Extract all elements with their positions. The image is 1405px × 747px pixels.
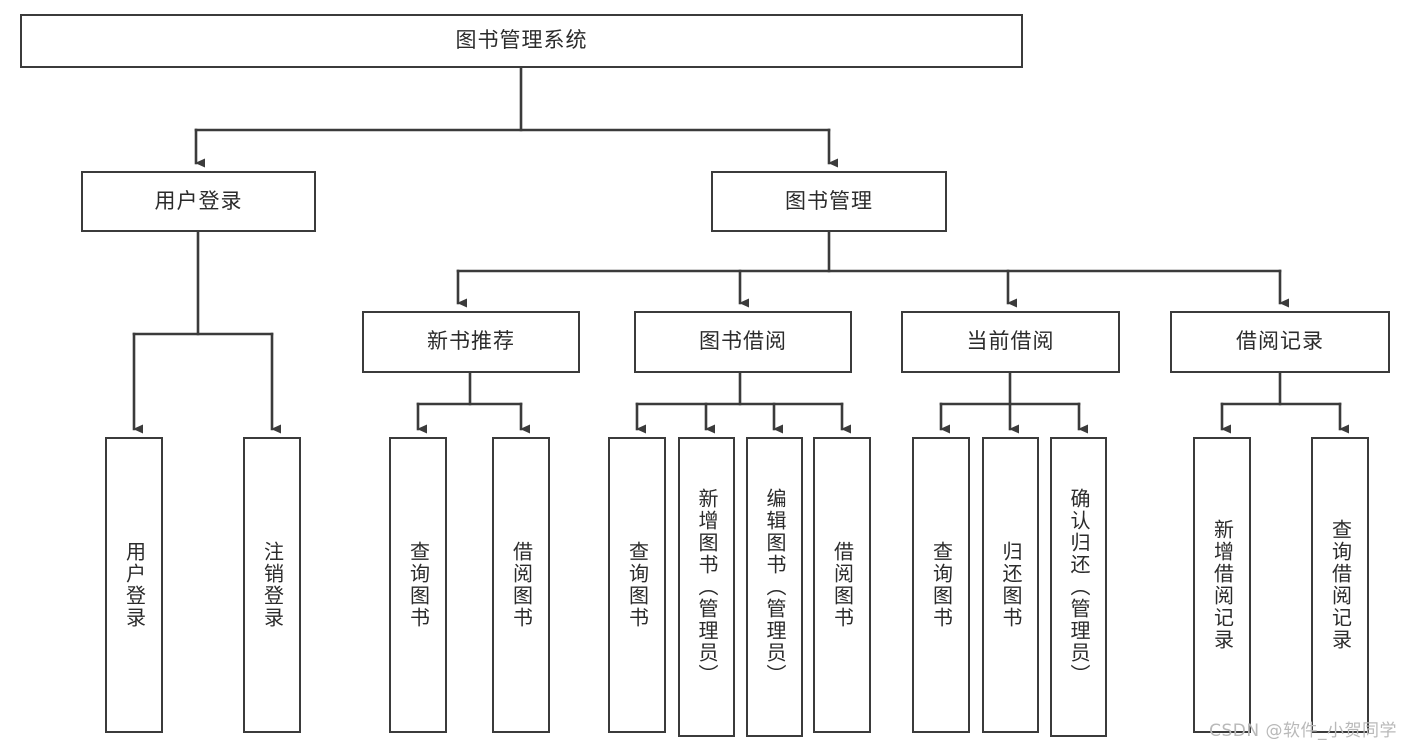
node-book-management[interactable]: 图书管理 [711, 171, 947, 232]
leaf-query-book-current[interactable]: 查询图书 [912, 437, 970, 733]
leaf-add-book[interactable]: 新增图书（管理员） [678, 437, 735, 737]
node-book-borrowing[interactable]: 图书借阅 [634, 311, 852, 373]
node-user-login-label: 用户登录 [154, 188, 243, 213]
leaf-query-book-recommendation-label: 查询图书 [406, 541, 431, 629]
node-book-management-label: 图书管理 [785, 188, 873, 213]
node-book-borrowing-label: 图书借阅 [699, 329, 787, 354]
leaf-borrow-book-borrowing-label: 借阅图书 [830, 541, 855, 629]
csdn-watermark: CSDN @软件_小贺同学 [1209, 721, 1397, 741]
leaf-return-book-label: 归还图书 [999, 541, 1023, 629]
node-user-login[interactable]: 用户登录 [81, 171, 316, 232]
node-borrowing-record-label: 借阅记录 [1236, 329, 1324, 354]
leaf-user-login[interactable]: 用户登录 [105, 437, 163, 733]
leaf-query-book-recommendation[interactable]: 查询图书 [389, 437, 447, 733]
node-root[interactable]: 图书管理系统 [20, 14, 1023, 68]
node-borrowing-record[interactable]: 借阅记录 [1170, 311, 1390, 373]
leaf-borrow-book-borrowing[interactable]: 借阅图书 [813, 437, 871, 733]
leaf-borrow-book-recommendation-label: 借阅图书 [509, 541, 534, 629]
node-current-borrowing[interactable]: 当前借阅 [901, 311, 1120, 373]
leaf-query-borrow-record[interactable]: 查询借阅记录 [1311, 437, 1369, 733]
node-new-book-recommendation[interactable]: 新书推荐 [362, 311, 580, 373]
node-new-book-recommendation-label: 新书推荐 [427, 329, 515, 354]
leaf-confirm-return-label: 确认归还（管理员） [1067, 488, 1091, 686]
leaf-confirm-return[interactable]: 确认归还（管理员） [1050, 437, 1107, 737]
leaf-borrow-book-recommendation[interactable]: 借阅图书 [492, 437, 550, 733]
leaf-add-borrow-record[interactable]: 新增借阅记录 [1193, 437, 1251, 733]
leaf-query-book-current-label: 查询图书 [929, 541, 954, 629]
leaf-logout-label: 注销登录 [260, 541, 285, 629]
leaf-query-book-borrowing[interactable]: 查询图书 [608, 437, 666, 733]
leaf-add-book-label: 新增图书（管理员） [695, 488, 719, 686]
leaf-add-borrow-record-label: 新增借阅记录 [1210, 519, 1235, 651]
leaf-edit-book-label: 编辑图书（管理员） [763, 488, 787, 686]
leaf-return-book[interactable]: 归还图书 [982, 437, 1039, 733]
leaf-user-login-label: 用户登录 [122, 541, 147, 629]
leaf-query-borrow-record-label: 查询借阅记录 [1328, 519, 1353, 651]
leaf-edit-book[interactable]: 编辑图书（管理员） [746, 437, 803, 737]
node-current-borrowing-label: 当前借阅 [966, 329, 1055, 354]
node-root-label: 图书管理系统 [455, 28, 588, 53]
leaf-query-book-borrowing-label: 查询图书 [625, 541, 650, 629]
leaf-logout[interactable]: 注销登录 [243, 437, 301, 733]
